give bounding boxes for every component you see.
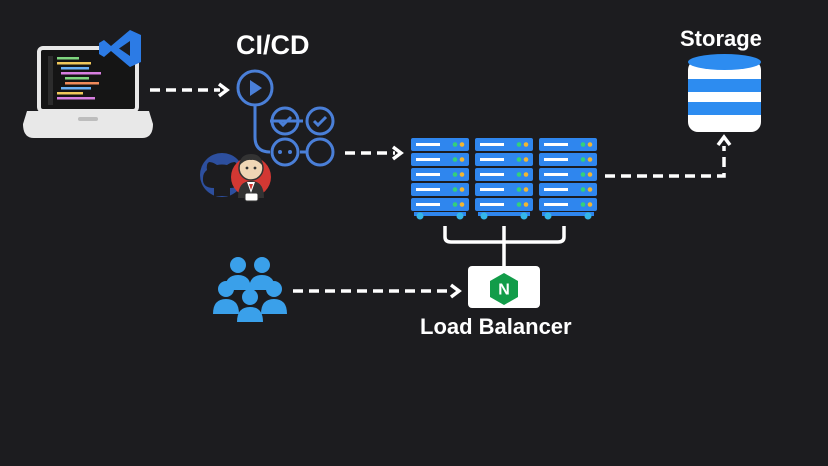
code-lines <box>48 56 101 105</box>
github-icon <box>200 153 244 197</box>
vscode-icon <box>99 30 141 67</box>
users-icon <box>213 257 287 322</box>
jenkins-icon <box>231 154 271 202</box>
server-bracket <box>443 226 566 266</box>
server-column-3 <box>539 138 597 220</box>
arrow-users-to-load-balancer <box>293 283 462 299</box>
server-column-2 <box>475 138 533 220</box>
laptop-icon <box>23 46 153 138</box>
server-column-1 <box>411 138 469 220</box>
load-balancer-label: Load Balancer <box>420 314 572 339</box>
server-rack-icon <box>411 138 597 220</box>
cicd-label: CI/CD <box>236 30 310 60</box>
load-balancer-box: N <box>468 266 540 308</box>
arrow-servers-to-storage <box>605 134 732 178</box>
arrow-cicd-to-servers <box>345 145 404 161</box>
storage-label: Storage <box>680 26 762 51</box>
database-icon <box>688 54 761 132</box>
arrow-laptop-to-cicd <box>150 82 230 98</box>
nginx-icon: N <box>490 273 518 305</box>
nginx-letter: N <box>498 282 510 299</box>
pipeline-icon <box>236 69 335 167</box>
